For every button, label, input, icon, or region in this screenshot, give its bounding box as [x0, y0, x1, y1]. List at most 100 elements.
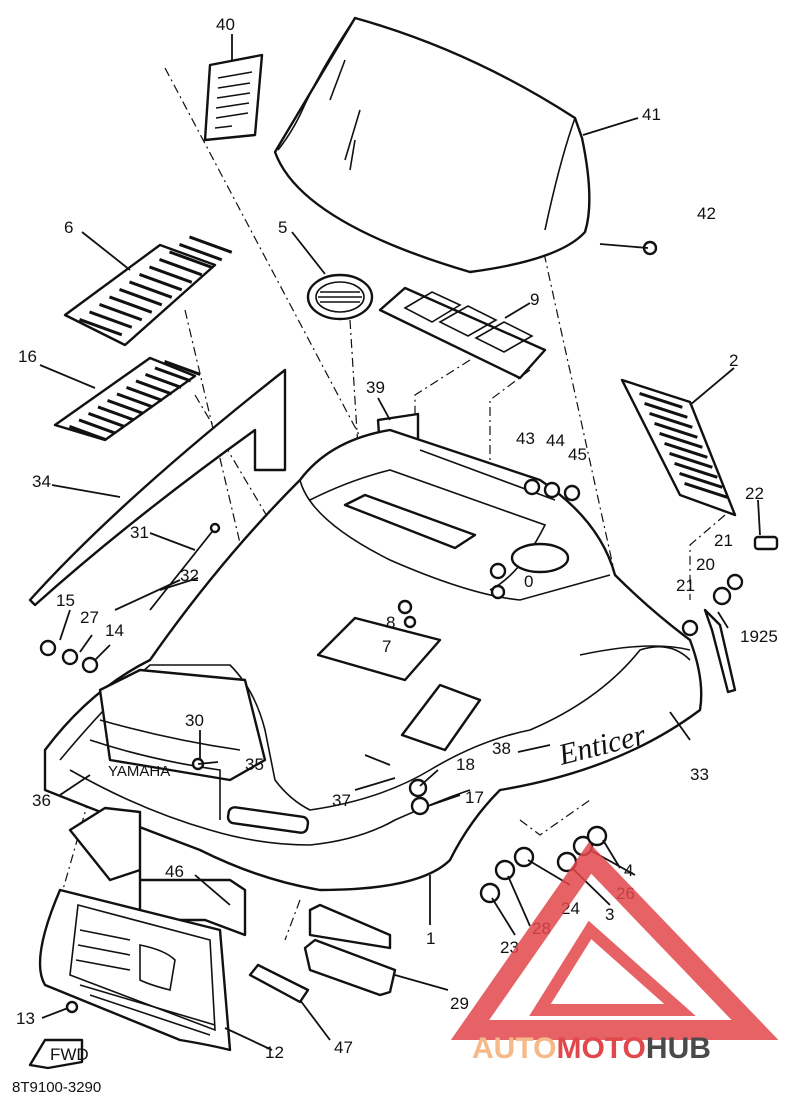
grille-slot: [138, 273, 183, 292]
watermark-moto: MOTO: [556, 1032, 645, 1065]
leader-lines: [39, 34, 761, 1051]
callout-15: 15: [56, 591, 75, 610]
callout-20: 20: [696, 555, 715, 574]
screw-13: [41, 1000, 79, 1019]
grille-slot: [97, 405, 135, 422]
fasteners-left: [39, 639, 219, 771]
callout-labels: 40 41 42 6 5 9 16 2 39 43 44 45 34 22 31…: [16, 15, 778, 1062]
grille-slot: [98, 303, 143, 322]
rod-31: [114, 522, 221, 611]
callout-7: 7: [382, 637, 391, 656]
callout-13: 13: [16, 1009, 35, 1028]
grille-slot: [639, 392, 683, 409]
vent-grille-16: [53, 356, 201, 442]
callout-16: 16: [18, 347, 37, 366]
callout-43: 43: [516, 429, 535, 448]
callout-29: 29: [450, 994, 469, 1013]
fasteners-right: [523, 478, 779, 694]
stripe-decal-34: [28, 368, 287, 607]
callout-40: 40: [216, 15, 235, 34]
grille-slot: [168, 250, 213, 269]
watermark-text: AUTOMOTOHUB: [472, 1032, 711, 1065]
vent-grille-6: [63, 235, 233, 347]
callout-41: 41: [642, 105, 661, 124]
fwd-label: FWD: [50, 1045, 89, 1064]
callout-1925: 1925: [740, 627, 778, 646]
grille-slot: [118, 288, 163, 307]
callout-34: 34: [32, 472, 51, 491]
callout-8: 8: [386, 613, 395, 632]
callout-9: 9: [530, 290, 539, 309]
grille-slot: [158, 258, 203, 277]
callout-17: 17: [465, 788, 484, 807]
callout-46: 46: [165, 862, 184, 881]
hood-shell: [43, 428, 703, 892]
grille-slot: [644, 402, 688, 419]
bracket-29: [303, 903, 397, 997]
grille-slot: [78, 318, 123, 337]
grille-slot: [68, 425, 106, 441]
callout-37: 37: [332, 791, 351, 810]
grille-slot: [659, 432, 703, 449]
grille-slot: [154, 366, 192, 383]
callout-18: 18: [456, 755, 475, 774]
callout-31: 31: [130, 523, 149, 542]
grille-slot: [88, 310, 133, 329]
grille-slot: [188, 235, 233, 254]
callout-39: 39: [366, 378, 385, 397]
grille-slot: [684, 482, 728, 499]
grille-slot: [78, 418, 116, 435]
callout-3: 3: [605, 905, 614, 924]
callout-38: 38: [492, 739, 511, 758]
grille-slot: [125, 385, 163, 402]
grille-slot: [87, 411, 125, 428]
callout-21b: 21: [676, 576, 695, 595]
grille-slot: [679, 472, 723, 489]
grille-slot: [148, 265, 193, 284]
grille-slot: [144, 373, 182, 389]
grille-slot: [674, 462, 718, 479]
callout-1: 1: [426, 929, 435, 948]
callout-45: 45: [568, 445, 587, 464]
grille-slot: [664, 442, 708, 459]
bracket-46: [68, 806, 247, 937]
callout-6: 6: [64, 218, 73, 237]
strip-47: [248, 963, 310, 1004]
callout-2: 2: [729, 351, 738, 370]
grille-slot: [116, 392, 154, 409]
callout-14: 14: [105, 621, 124, 640]
callout-32: 32: [180, 566, 199, 585]
callout-22: 22: [745, 484, 764, 503]
decal-sticker: [203, 53, 264, 142]
fwd-arrow-icon: FWD: [28, 1038, 89, 1070]
grille-slot: [106, 399, 144, 415]
grille-slot: [649, 412, 693, 429]
watermark-hub: HUB: [646, 1032, 711, 1065]
svg-text:AUTOMOTOHUB: AUTOMOTOHUB: [472, 1032, 711, 1065]
callout-35: 35: [245, 755, 264, 774]
callout-21a: 21: [714, 531, 733, 550]
hood-badge-text: YAMAHA: [108, 763, 170, 780]
callout-42: 42: [697, 204, 716, 223]
callout-30: 30: [185, 711, 204, 730]
round-vent-5: [306, 273, 374, 321]
grille-slot: [108, 295, 153, 314]
watermark-logo: [450, 842, 779, 1040]
grille-slot: [135, 379, 173, 396]
grille-slot: [178, 243, 223, 262]
callout-36: 36: [32, 791, 51, 810]
part-code: 8T9100-3290: [12, 1079, 101, 1096]
windshield: [273, 16, 658, 274]
side-grille-2: [620, 378, 737, 517]
grille-slot: [163, 360, 201, 376]
callout-47: 47: [334, 1038, 353, 1057]
callout-44: 44: [546, 431, 565, 450]
grille-slot: [128, 280, 173, 299]
grille-slot: [654, 422, 698, 439]
vent-grille-9: [378, 286, 547, 380]
callout-12: 12: [265, 1043, 284, 1062]
callout-33: 33: [690, 765, 709, 784]
callout-27: 27: [80, 608, 99, 627]
grille-slot: [669, 452, 713, 469]
callout-5: 5: [278, 218, 287, 237]
